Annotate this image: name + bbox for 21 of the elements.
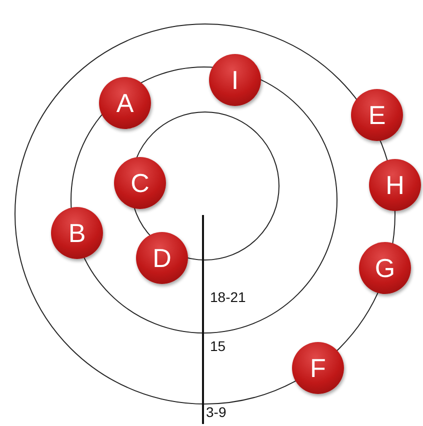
node-letter: F xyxy=(310,355,326,381)
letter-circle xyxy=(114,157,166,209)
node-letter: G xyxy=(374,255,396,281)
letter-circle xyxy=(369,159,421,211)
node-letter: A xyxy=(116,90,134,116)
letter-circle xyxy=(136,232,188,284)
letter-circle xyxy=(99,77,151,129)
node-letter: C xyxy=(130,170,150,196)
letter-circle xyxy=(209,54,261,106)
scale-label: 15 xyxy=(210,338,226,354)
node-letter: B xyxy=(68,220,86,246)
letter-circle xyxy=(359,242,411,294)
letter-circle xyxy=(351,89,403,141)
scale-label: 18-21 xyxy=(210,289,246,305)
letter-circle xyxy=(51,207,103,259)
node-letter: E xyxy=(368,102,386,128)
scale-label: 3-9 xyxy=(206,404,226,420)
letter-circle xyxy=(292,342,344,394)
node-letter: I xyxy=(231,67,239,93)
node-letter: D xyxy=(152,245,172,271)
node-letter: H xyxy=(386,172,404,198)
